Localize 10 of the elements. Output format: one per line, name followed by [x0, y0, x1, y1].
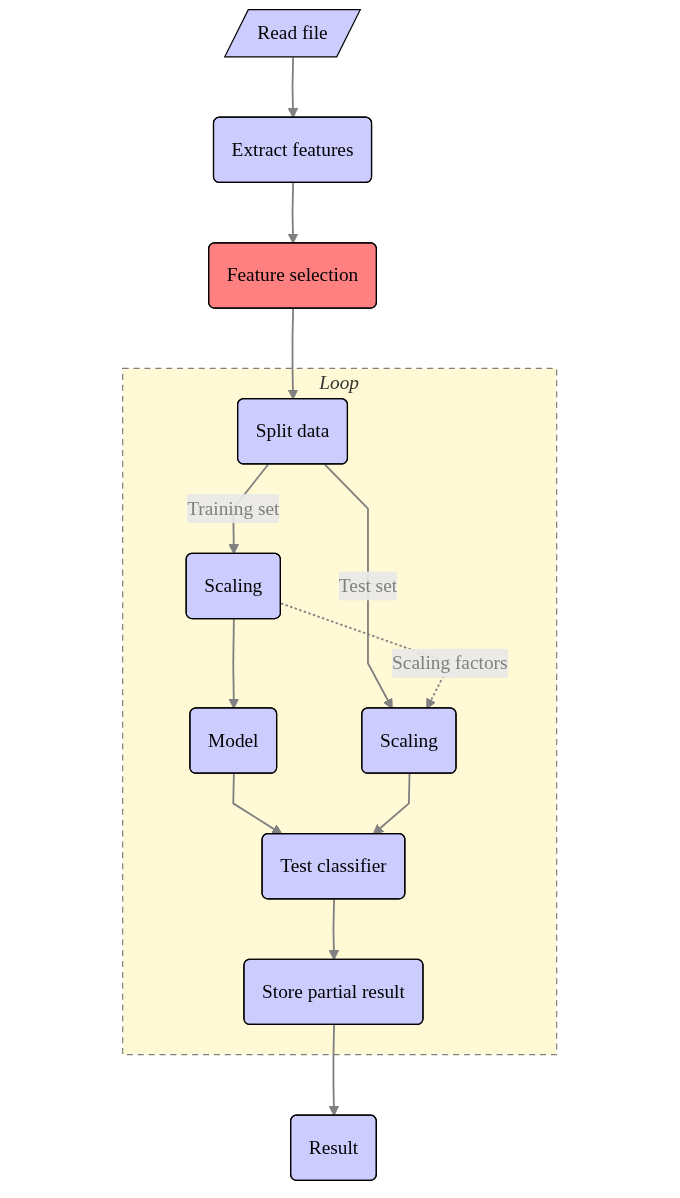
arrow	[328, 898, 340, 961]
edge-label: Training set	[187, 497, 280, 519]
arrow	[328, 1024, 340, 1117]
arrow	[373, 772, 411, 835]
arrow	[287, 182, 299, 244]
arrow	[287, 56, 299, 119]
edge-label: Test set	[339, 575, 398, 596]
arrow	[232, 772, 283, 835]
edge-label: Scaling factors	[392, 652, 508, 673]
arrow	[287, 307, 299, 400]
